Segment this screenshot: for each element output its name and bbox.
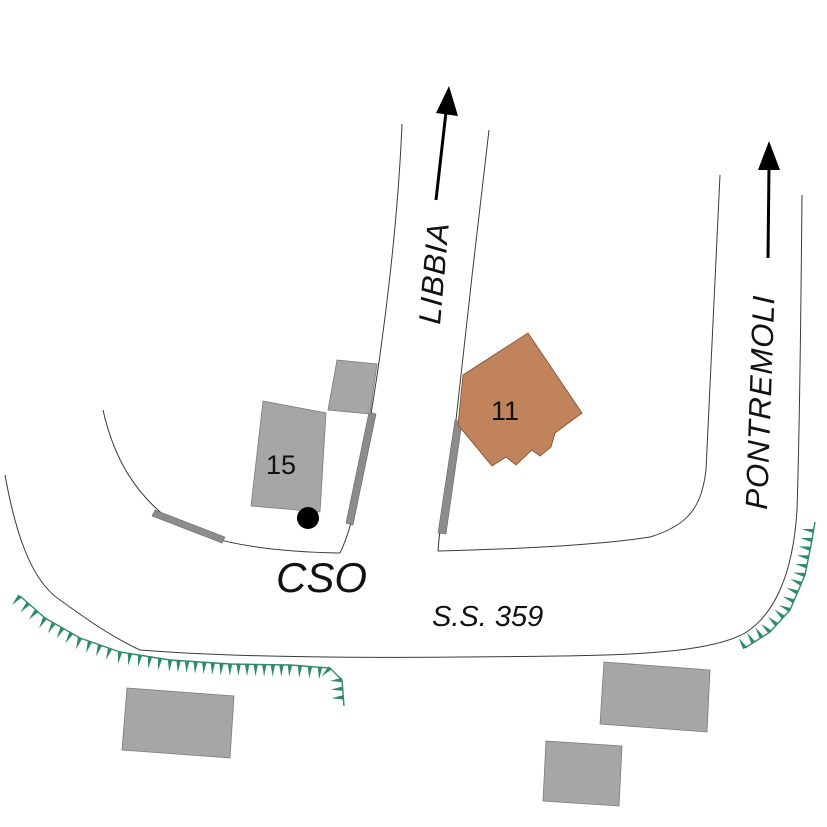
wall-libbia-east — [437, 419, 463, 535]
arrow-libbia — [434, 86, 458, 201]
embankment-tick — [202, 662, 207, 675]
embankment-tick — [244, 664, 250, 677]
embankment-tick — [96, 644, 103, 657]
building-label-11: 11 — [491, 396, 519, 426]
building-south-west — [121, 687, 235, 759]
embankment-tick — [778, 605, 791, 613]
embankment-tick — [297, 665, 303, 678]
embankment-tick — [287, 664, 293, 677]
embankment-tick — [76, 637, 83, 650]
embankment-tick — [761, 623, 772, 634]
embankment-tick — [307, 666, 313, 679]
embankment-tick — [279, 664, 284, 677]
cso-label: CSO — [276, 554, 367, 601]
building-11 — [457, 332, 583, 467]
embankment-tick — [28, 609, 39, 620]
embankment-tick — [253, 664, 258, 677]
embankment-tick — [167, 659, 173, 672]
embankment-tick — [227, 663, 233, 676]
embankment-tick — [65, 631, 74, 644]
building-south-east-2 — [542, 740, 623, 807]
embankment-tick — [262, 664, 267, 677]
embankment-tick — [774, 609, 785, 619]
embankment-tick — [56, 626, 65, 639]
embankment-tick — [117, 651, 123, 664]
embankment-tick — [330, 686, 343, 691]
embankment-tick — [193, 661, 198, 674]
embankment-tick — [184, 660, 190, 674]
embankment-tick — [782, 596, 795, 604]
embankment-tick — [157, 658, 163, 671]
embankment-tick — [786, 587, 799, 595]
building-label-15: 15 — [266, 450, 296, 480]
street-label-libbia: LIBBIA — [412, 220, 456, 325]
building-15 — [250, 400, 327, 513]
embankment-tick — [236, 664, 241, 677]
embankment-tick — [86, 640, 93, 653]
building-annex — [327, 359, 378, 415]
embankment-tick — [767, 616, 779, 627]
embankment-tick — [798, 546, 811, 551]
embankment-tick — [746, 632, 756, 644]
embankment-tick — [330, 677, 343, 683]
embankment-tick — [755, 627, 764, 639]
road-edge-main-south-west — [4, 474, 141, 651]
embankment-tick — [321, 666, 332, 677]
walls — [151, 411, 463, 544]
embankment-tick — [331, 695, 344, 700]
wall-west — [151, 509, 226, 544]
road-edge-main-top-middle — [437, 174, 721, 552]
embankment-tick — [20, 601, 30, 613]
embankment-tick — [176, 660, 181, 673]
arrow-pontremoli — [758, 141, 780, 259]
road-edge-pontremoli-east — [139, 194, 803, 658]
embankment-east — [738, 521, 816, 650]
embankment-tick — [147, 656, 153, 669]
embankment-tick — [317, 667, 323, 680]
embankment-tick — [12, 594, 22, 606]
embankment-tick — [210, 662, 216, 675]
embankment-tick — [127, 653, 133, 666]
embankment-tick — [219, 663, 224, 676]
embankment-tick — [796, 555, 809, 560]
embankment-tick — [47, 621, 56, 634]
embankment-tick — [738, 637, 747, 650]
highway-label: S.S. 359 — [432, 601, 543, 633]
building-south-east-1 — [599, 661, 711, 733]
cso-marker — [297, 507, 319, 529]
street-label-pontremoli: PONTREMOLI — [739, 294, 781, 510]
embankment-tick — [790, 579, 803, 586]
embankment-tick — [801, 528, 814, 534]
embankment-tick — [270, 664, 276, 677]
embankment-tick — [793, 572, 806, 578]
road-outlines — [4, 123, 803, 658]
embankment-south — [12, 594, 345, 707]
embankment-tick — [137, 654, 143, 668]
road-edge-libbia-west — [339, 123, 403, 554]
buildings-grey — [121, 359, 711, 807]
wall-libbia-west — [345, 411, 377, 526]
embankment-tick — [106, 647, 113, 660]
embankment-tick — [800, 537, 813, 543]
embankment-tick — [794, 563, 808, 569]
embankment-tick — [39, 616, 47, 629]
